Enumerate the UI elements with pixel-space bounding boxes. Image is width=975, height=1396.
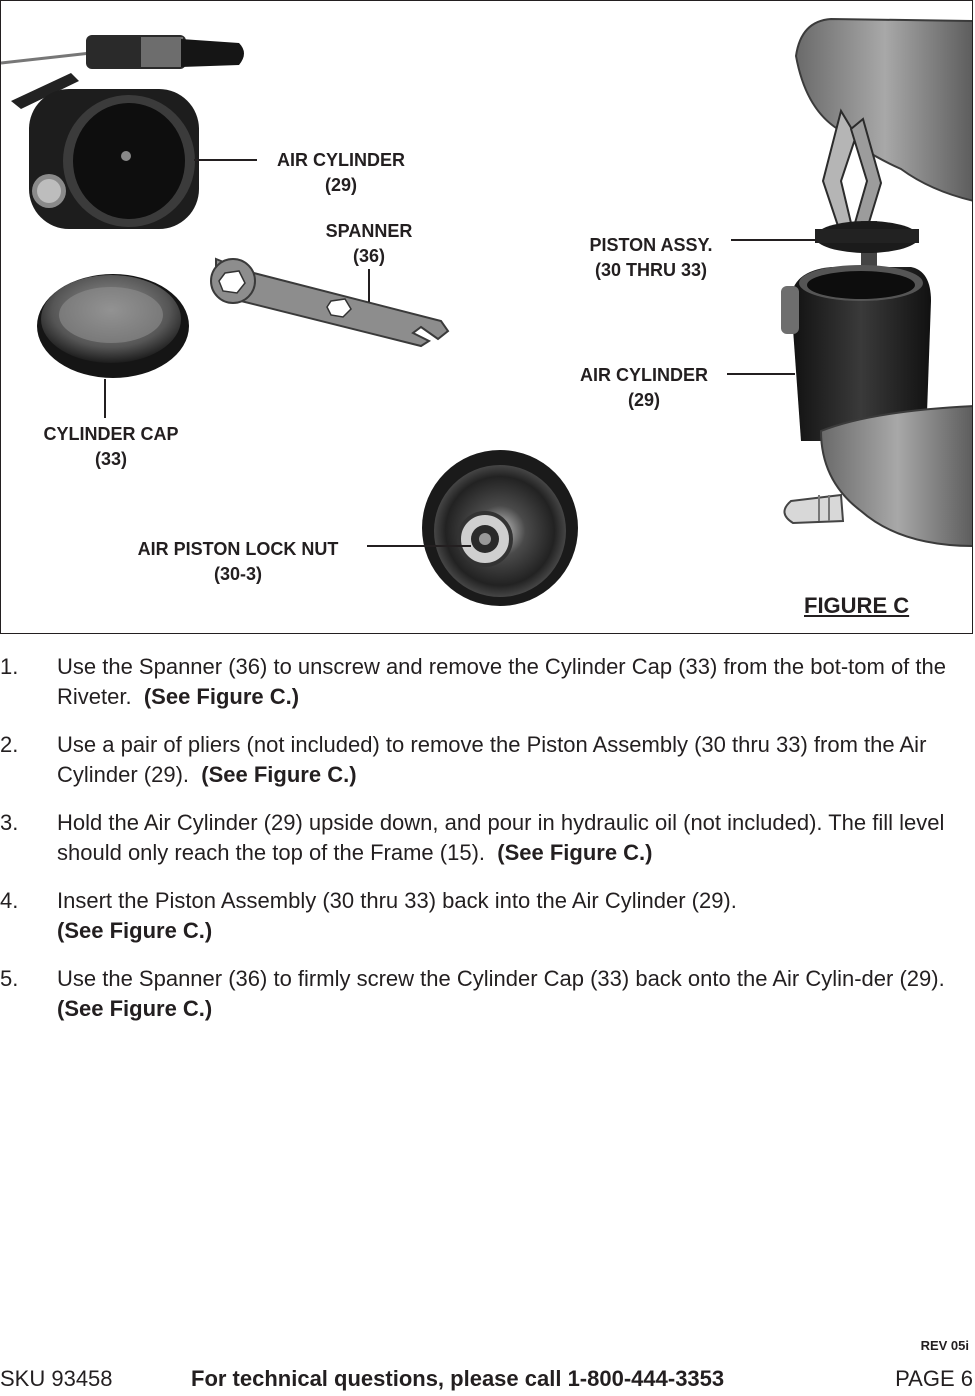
- callout-air-cylinder-right: AIR CYLINDER (29): [564, 363, 724, 413]
- callout-air-piston-lock-nut: AIR PISTON LOCK NUT (30-3): [113, 537, 363, 587]
- lock-nut-image: [422, 450, 578, 606]
- step-body: Use the Spanner (36) to unscrew and remo…: [57, 652, 969, 712]
- callout-air-cylinder-left: AIR CYLINDER (29): [261, 148, 421, 198]
- cylinder-cap-image: [37, 274, 189, 378]
- callout-ref: (30 THRU 33): [594, 260, 708, 280]
- step-item: 3. Hold the Air Cylinder (29) upside dow…: [0, 808, 975, 868]
- step-figure-ref: (See Figure C.): [57, 918, 213, 943]
- step-text: Insert the Piston Assembly (30 thru 33) …: [57, 888, 737, 913]
- step-body: Insert the Piston Assembly (30 thru 33) …: [57, 886, 969, 946]
- step-number: 4.: [0, 888, 19, 913]
- step-figure-ref: (See Figure C.): [57, 996, 213, 1021]
- step-body: Use the Spanner (36) to firmly screw the…: [57, 964, 969, 1024]
- leader-lock-nut: [367, 545, 471, 547]
- step-text: Use a pair of pliers (not included) to r…: [57, 732, 927, 787]
- step-figure-ref: (See Figure C.): [497, 840, 653, 865]
- step-item: 5. Use the Spanner (36) to firmly screw …: [0, 964, 975, 1024]
- leader-cylinder-cap: [104, 379, 106, 418]
- step-text: Use the Spanner (36) to firmly screw the…: [57, 966, 945, 991]
- callout-name: CYLINDER CAP: [43, 424, 179, 444]
- callout-cylinder-cap: CYLINDER CAP (33): [26, 422, 196, 472]
- page-footer: SKU 93458 For technical questions, pleas…: [0, 1366, 975, 1396]
- step-text: Use the Spanner (36) to unscrew and remo…: [57, 654, 946, 709]
- revision-label: REV 05i: [920, 1338, 969, 1353]
- leader-spanner: [368, 269, 370, 302]
- spanner-image: [210, 257, 450, 348]
- instruction-steps: 1. Use the Spanner (36) to unscrew and r…: [0, 652, 975, 1042]
- callout-ref: (29): [324, 175, 357, 195]
- callout-name: AIR CYLINDER: [579, 365, 708, 385]
- step-number: 3.: [0, 810, 19, 835]
- callout-piston-assy: PISTON ASSY. (30 THRU 33): [571, 233, 731, 283]
- step-text: Hold the Air Cylinder (29) upside down, …: [57, 810, 945, 865]
- riveter-image: [1, 35, 244, 229]
- step-item: 4. Insert the Piston Assembly (30 thru 3…: [0, 886, 975, 946]
- step-body: Use a pair of pliers (not included) to r…: [57, 730, 969, 790]
- step-figure-ref: (See Figure C.): [201, 762, 357, 787]
- page-number: PAGE 6: [895, 1366, 973, 1391]
- leader-piston-assy: [731, 239, 817, 241]
- callout-ref: (33): [94, 449, 127, 469]
- step-body: Hold the Air Cylinder (29) upside down, …: [57, 808, 969, 868]
- figure-c-photo: [1, 17, 972, 606]
- step-number: 1.: [0, 654, 19, 679]
- callout-ref: (36): [352, 246, 385, 266]
- step-figure-ref: (See Figure C.): [143, 684, 300, 709]
- callout-ref: (30-3): [213, 564, 262, 584]
- step-item: 2. Use a pair of pliers (not included) t…: [0, 730, 975, 790]
- sku-label: SKU 93458: [0, 1366, 113, 1391]
- callout-ref: (29): [627, 390, 660, 410]
- step-number: 2.: [0, 732, 19, 757]
- tech-support-line: For technical questions, please call 1-8…: [191, 1366, 725, 1391]
- step-item: 1. Use the Spanner (36) to unscrew and r…: [0, 652, 975, 712]
- step-number: 5.: [0, 966, 19, 991]
- figure-title: FIGURE C: [804, 593, 910, 618]
- figure-c: AIR CYLINDER (29) SPANNER (36) CYLINDER …: [0, 0, 973, 634]
- leader-air-cylinder-left: [194, 159, 257, 161]
- callout-spanner: SPANNER (36): [309, 219, 429, 269]
- hands-with-cylinder-image: [781, 17, 972, 547]
- leader-air-cylinder-right: [727, 373, 795, 375]
- callout-name: AIR PISTON LOCK NUT: [137, 539, 339, 559]
- callout-name: SPANNER: [325, 221, 413, 241]
- callout-name: PISTON ASSY.: [589, 235, 713, 255]
- callout-name: AIR CYLINDER: [276, 150, 405, 170]
